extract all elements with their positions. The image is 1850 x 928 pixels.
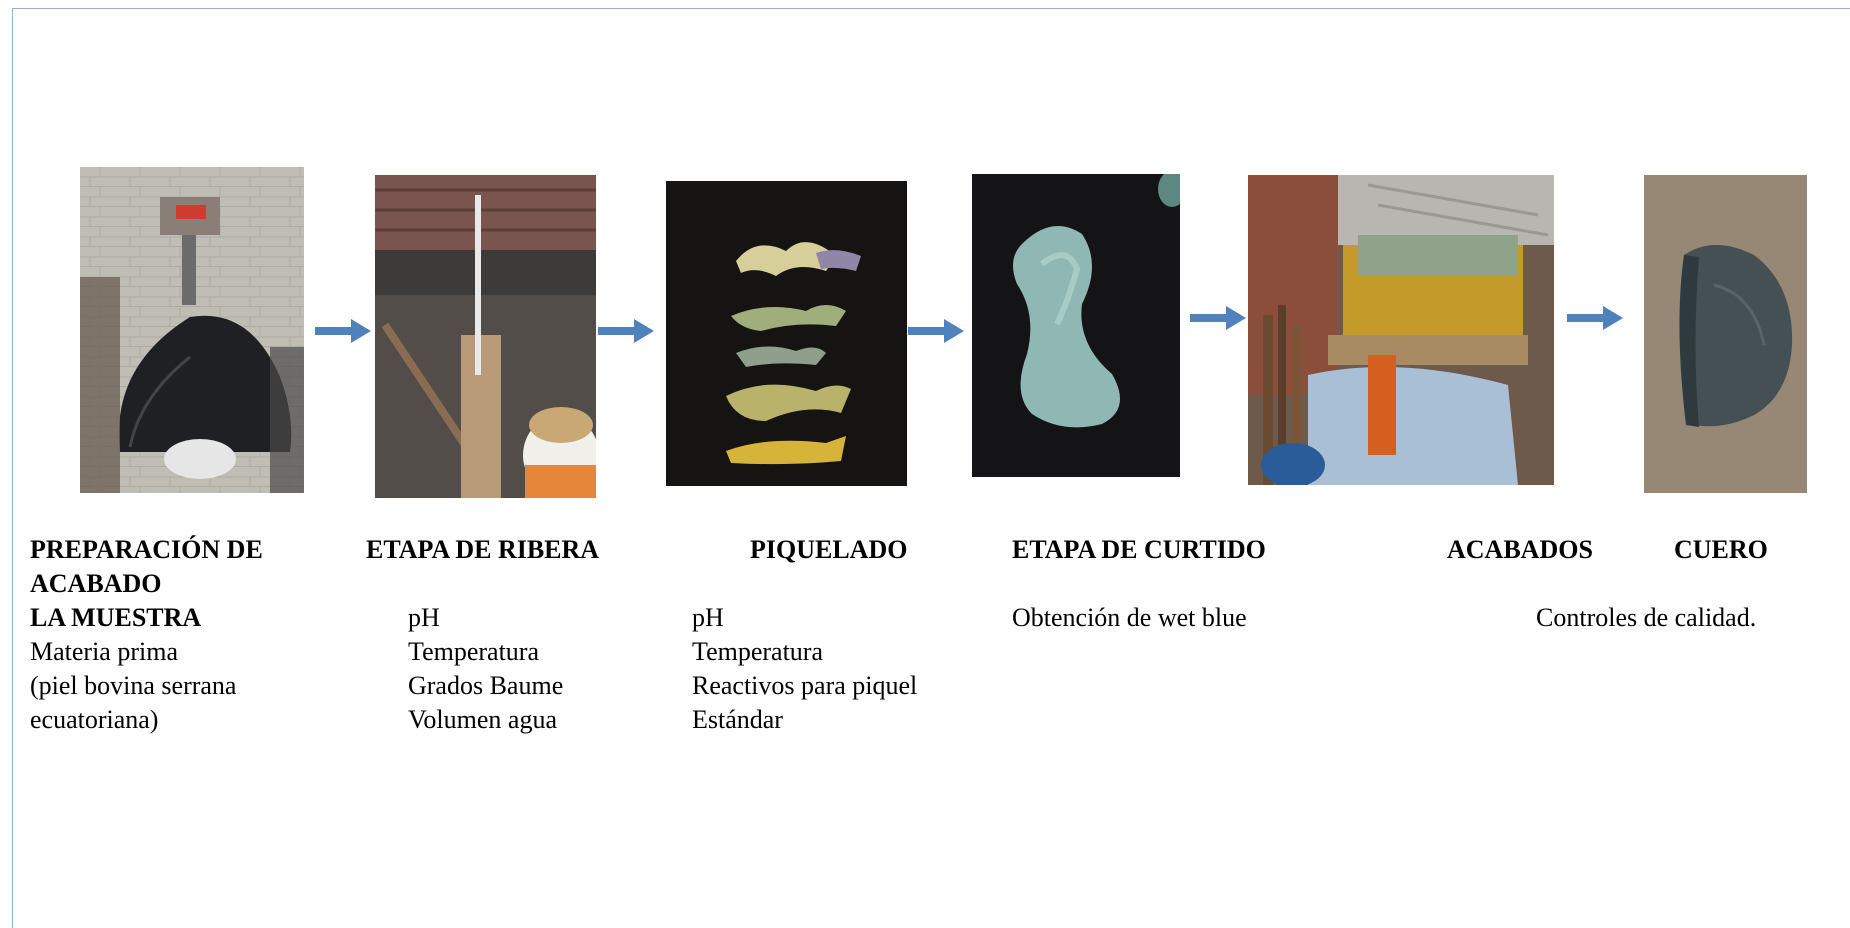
stage-2-detail: Grados Baume xyxy=(408,671,564,700)
stage-3-detail: Temperatura xyxy=(692,637,823,666)
stage-3-detail: pH xyxy=(692,603,724,632)
flow-arrow xyxy=(596,316,656,346)
stage-1-title: PREPARACIÓN DE xyxy=(30,535,263,564)
stage-5-title: ACABADOS xyxy=(1447,535,1593,564)
flow-arrow xyxy=(1188,303,1248,333)
flow-arrow xyxy=(906,316,966,346)
photo-raw-hide xyxy=(80,167,304,493)
stage-1-title-extra: ACABADO xyxy=(30,569,162,598)
stage-2-detail: Temperatura xyxy=(408,637,539,666)
stage-1-title-line2: LA MUESTRA xyxy=(30,603,202,632)
stage-1-detail: ecuatoriana) xyxy=(30,705,159,734)
photo-wet-blue xyxy=(972,174,1180,477)
stage-1-detail: Materia prima xyxy=(30,637,178,666)
stage-6-detail: Controles de calidad. xyxy=(1536,603,1757,632)
flow-arrow xyxy=(313,316,373,346)
stage-2-title: ETAPA DE RIBERA xyxy=(366,535,600,564)
stage-3-detail: Estándar xyxy=(692,705,783,734)
stage-6-title: CUERO xyxy=(1674,535,1768,564)
stage-4-title: ETAPA DE CURTIDO xyxy=(1012,535,1266,564)
flow-arrow xyxy=(1565,303,1625,333)
stage-2-detail: pH xyxy=(408,603,440,632)
stage-4-detail: Obtención de wet blue xyxy=(1012,603,1247,632)
stage-3-title: PIQUELADO xyxy=(750,535,908,564)
stage-2-detail: Volumen agua xyxy=(408,705,557,734)
photo-finishing-machine xyxy=(1248,175,1554,485)
stage-3-detail: Reactivos para piquel xyxy=(692,671,918,700)
photo-finished-leather xyxy=(1644,175,1807,493)
photo-hydrometer xyxy=(375,175,596,498)
photo-pickled-samples xyxy=(666,181,907,486)
diagram-frame xyxy=(12,8,1850,928)
stage-1-detail: (piel bovina serrana xyxy=(30,671,237,700)
